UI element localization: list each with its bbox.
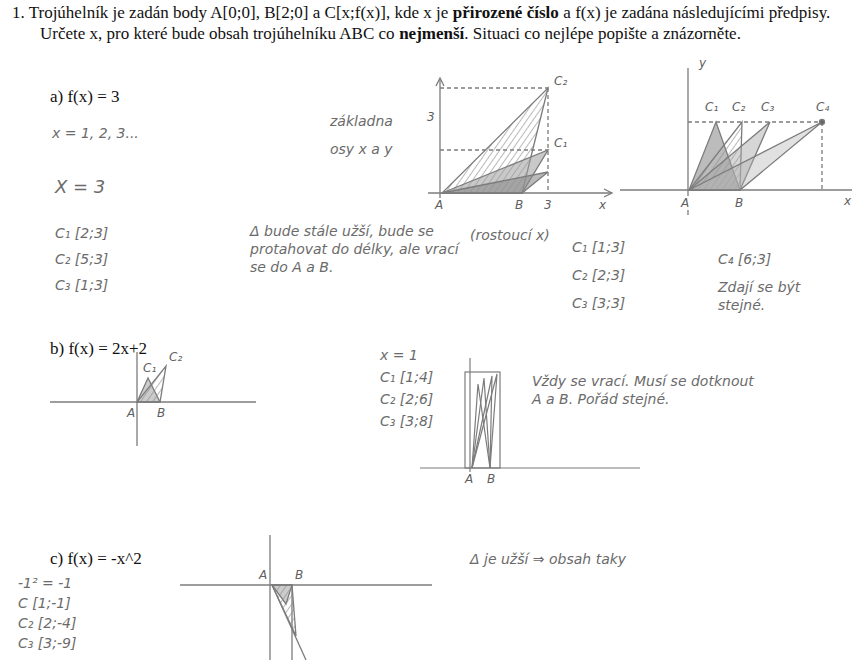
axis-value: 3 bbox=[543, 198, 553, 212]
subtask-heading: a) f(x) = 3 bbox=[50, 86, 120, 107]
dashed-guide bbox=[440, 87, 548, 88]
point-coordinate: C₃ [3;8] bbox=[380, 412, 433, 430]
point-label: B bbox=[486, 472, 496, 486]
triangle bbox=[442, 150, 548, 193]
triangle bbox=[472, 374, 497, 468]
handwritten-note: x = 1 bbox=[380, 346, 418, 364]
chart-a-first bbox=[428, 78, 612, 198]
point-label: A bbox=[464, 472, 474, 486]
point-label: A bbox=[434, 198, 444, 212]
task-text: 1. Trojúhelník je zadán body A[0;0], B[2… bbox=[12, 3, 448, 22]
point-coordinate: C₃ [1;3] bbox=[55, 276, 108, 294]
point bbox=[820, 120, 825, 125]
bold-phrase: nejmenší bbox=[399, 24, 464, 43]
point-label: C₂ bbox=[168, 350, 183, 364]
point-coordinate: C₂ [2;3] bbox=[572, 266, 625, 284]
axis-arrow bbox=[604, 189, 612, 197]
point-coordinate: C₂ [5;3] bbox=[55, 250, 108, 268]
y-axis bbox=[439, 80, 440, 198]
point-label: C₁ bbox=[704, 100, 719, 114]
handwritten-note: Δ je užší ⇒ obsah taky bbox=[470, 550, 626, 568]
chart-b-first bbox=[50, 352, 256, 446]
triangle bbox=[689, 122, 822, 190]
x-axis bbox=[420, 467, 640, 468]
handwritten-answer: X = 3 bbox=[55, 176, 105, 198]
y-axis bbox=[136, 352, 137, 446]
handwritten-note: Vždy se vrací. Musí se dotknout A a B. P… bbox=[532, 372, 762, 408]
point-coordinate: C₂ [2;6] bbox=[380, 390, 433, 408]
bounding-rectangle bbox=[465, 372, 500, 468]
point-coordinate: C₁ [1;3] bbox=[572, 238, 625, 256]
handwritten-note: -1² = -1 bbox=[18, 574, 72, 592]
subtask-heading: c) f(x) = -x^2 bbox=[50, 548, 142, 569]
triangle bbox=[442, 172, 548, 193]
axis-label: y bbox=[698, 56, 707, 70]
y-axis bbox=[687, 68, 688, 215]
handwritten-note: Zdají se být stejné. bbox=[718, 278, 848, 314]
point-coordinate: C₂ [2;-4] bbox=[18, 614, 76, 632]
chart-a-second bbox=[620, 68, 852, 215]
axis-arrow bbox=[436, 78, 444, 86]
point-coordinate: C₁ [2;3] bbox=[55, 224, 108, 242]
point-label: B bbox=[294, 568, 304, 582]
point-label: C₁ bbox=[142, 361, 157, 375]
point-coordinate: C₁ [1;4] bbox=[380, 368, 433, 386]
point-label: B bbox=[156, 406, 166, 420]
handwritten-note: základna bbox=[330, 112, 393, 130]
y-axis bbox=[269, 535, 270, 660]
dashed-guide bbox=[688, 121, 822, 122]
point-coordinate: C₃ [3;-9] bbox=[18, 634, 76, 652]
dashed-guide bbox=[821, 122, 822, 190]
point-label: C₃ bbox=[760, 100, 775, 114]
point-coordinate: C₃ [3;3] bbox=[572, 294, 625, 312]
chart-c bbox=[180, 535, 432, 660]
triangle bbox=[472, 376, 492, 468]
task-text: . Situaci co nejlépe popište a znázornět… bbox=[464, 24, 741, 43]
point-label: A bbox=[126, 406, 136, 420]
point-label: B bbox=[514, 198, 524, 212]
point-label: A bbox=[680, 196, 690, 210]
y-axis bbox=[469, 358, 470, 482]
point-coordinate: C₄ [6;3] bbox=[718, 250, 771, 268]
handwritten-note: osy x a y bbox=[330, 140, 393, 158]
triangle bbox=[442, 88, 548, 193]
axis-label: x bbox=[598, 198, 607, 212]
handwritten-note: Δ bude stále užší, bude se protahovat do… bbox=[250, 222, 465, 276]
point-label: A bbox=[258, 568, 268, 582]
point-coordinate: C [1;-1] bbox=[18, 594, 71, 612]
axis-label: x bbox=[843, 194, 852, 208]
point-label: B bbox=[734, 196, 744, 210]
handwritten-note: (rostoucí x) bbox=[470, 226, 550, 244]
task-statement: 1. Trojúhelník je zadán body A[0;0], B[2… bbox=[12, 2, 840, 44]
triangle-side bbox=[272, 585, 306, 660]
point-label: C₄ bbox=[815, 100, 830, 114]
bold-phrase: přirozené číslo bbox=[453, 3, 559, 22]
subtask-heading: b) f(x) = 2x+2 bbox=[50, 338, 147, 359]
handwritten-note: x = 1, 2, 3... bbox=[52, 124, 139, 142]
axis-value: 3 bbox=[426, 110, 436, 124]
point-label: C₂ bbox=[731, 100, 746, 114]
x-axis bbox=[180, 584, 432, 585]
point-label: C₂ bbox=[553, 74, 568, 88]
dashed-guide bbox=[547, 88, 548, 193]
point-label: C₁ bbox=[553, 136, 568, 150]
